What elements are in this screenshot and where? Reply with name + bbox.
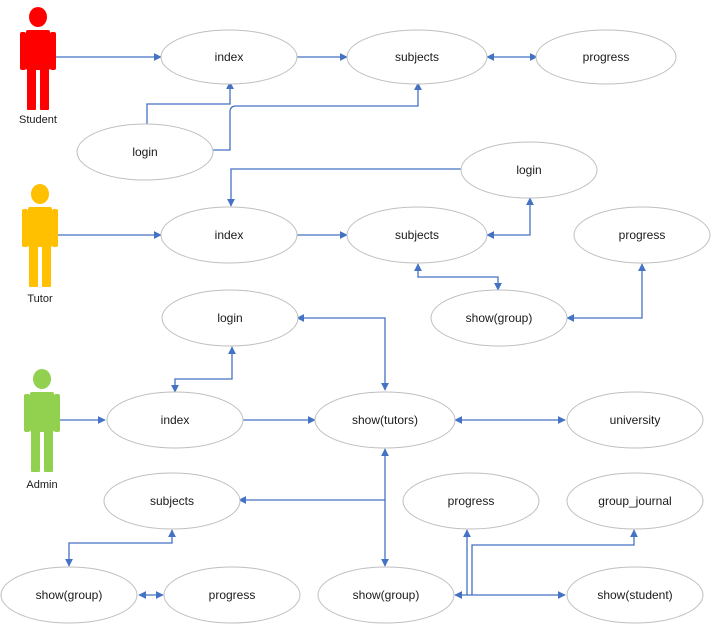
edge-group2-progress [454, 529, 471, 599]
actor-label: Tutor [27, 293, 53, 305]
node-ellipse [160, 206, 298, 264]
person-icon [24, 369, 60, 472]
edge-alogin-tutors [296, 314, 389, 391]
edge-tlogin-to-index [227, 168, 461, 207]
nodes: index subjects progress login login index subj… [0, 29, 711, 624]
node-ellipse [314, 391, 456, 449]
node-label: subjects [395, 228, 439, 242]
node-ellipse [317, 566, 455, 624]
node-t-group: show(group) [430, 289, 568, 347]
actor-student: Student [19, 7, 57, 126]
node-label: progress [209, 588, 256, 602]
node-label: group_journal [598, 494, 671, 508]
node-ellipse [346, 206, 488, 264]
node-ellipse [346, 29, 488, 85]
actor-label: Admin [26, 479, 57, 491]
node-t-index: index [160, 206, 298, 264]
node-ellipse [160, 29, 298, 85]
node-ellipse [402, 472, 540, 530]
node-ellipse [161, 289, 299, 347]
node-label: login [217, 311, 242, 325]
node-ellipse [566, 566, 704, 624]
node-ellipse [573, 206, 711, 264]
edge-asubjects-group1 [65, 529, 176, 567]
node-label: show(tutors) [352, 413, 418, 427]
edge-tsubjects-group [414, 263, 502, 291]
edge-aindex-login [171, 346, 236, 393]
node-ellipse [103, 472, 241, 530]
node-s-index: index [160, 29, 298, 85]
node-a-group1: show(group) [0, 566, 138, 624]
node-label: login [132, 145, 157, 159]
node-label: index [161, 413, 190, 427]
node-a-progress: progress [402, 472, 540, 530]
node-t-subjects: subjects [346, 206, 488, 264]
node-label: progress [619, 228, 666, 242]
node-s-progress: progress [535, 29, 677, 85]
node-ellipse [0, 566, 138, 624]
node-ellipse [430, 289, 568, 347]
node-label: progress [448, 494, 495, 508]
edge-group2-journal [471, 529, 638, 595]
node-s-login: login [76, 123, 214, 181]
node-a-tutors: show(tutors) [314, 391, 456, 449]
actor-label: Student [19, 114, 57, 126]
edge-tsubjects-login [486, 197, 534, 239]
node-a-group2: show(group) [317, 566, 455, 624]
node-ellipse [535, 29, 677, 85]
node-a-login: login [161, 289, 299, 347]
node-a-index: index [106, 391, 244, 449]
node-ellipse [106, 391, 244, 449]
actor-admin: Admin [24, 369, 60, 491]
node-label: university [610, 413, 661, 427]
person-icon [20, 7, 56, 110]
node-a-student: show(student) [566, 566, 704, 624]
node-t-progress: progress [573, 206, 711, 264]
node-label: show(group) [466, 311, 533, 325]
node-a-journal: group_journal [566, 472, 704, 530]
node-label: subjects [150, 494, 194, 508]
node-ellipse [460, 141, 598, 199]
node-s-subjects: subjects [346, 29, 488, 85]
node-a-progress2: progress [163, 566, 301, 624]
node-a-university: university [566, 391, 704, 449]
edge-login-to-subjects [213, 82, 422, 151]
node-label: show(group) [353, 588, 420, 602]
node-label: login [516, 163, 541, 177]
edge-tgroup-progress [566, 263, 646, 322]
edges [56, 53, 646, 599]
node-label: subjects [395, 50, 439, 64]
node-ellipse [163, 566, 301, 624]
actor-tutor: Tutor [22, 184, 58, 305]
node-ellipse [566, 472, 704, 530]
node-ellipse [566, 391, 704, 449]
node-t-login: login [460, 141, 598, 199]
node-label: index [215, 228, 244, 242]
node-label: progress [583, 50, 630, 64]
node-label: show(student) [597, 588, 672, 602]
node-a-subjects: subjects [103, 472, 241, 530]
node-label: index [215, 50, 244, 64]
person-icon [22, 184, 58, 287]
edge-login-to-index [146, 81, 234, 124]
node-label: show(group) [36, 588, 103, 602]
node-ellipse [76, 123, 214, 181]
